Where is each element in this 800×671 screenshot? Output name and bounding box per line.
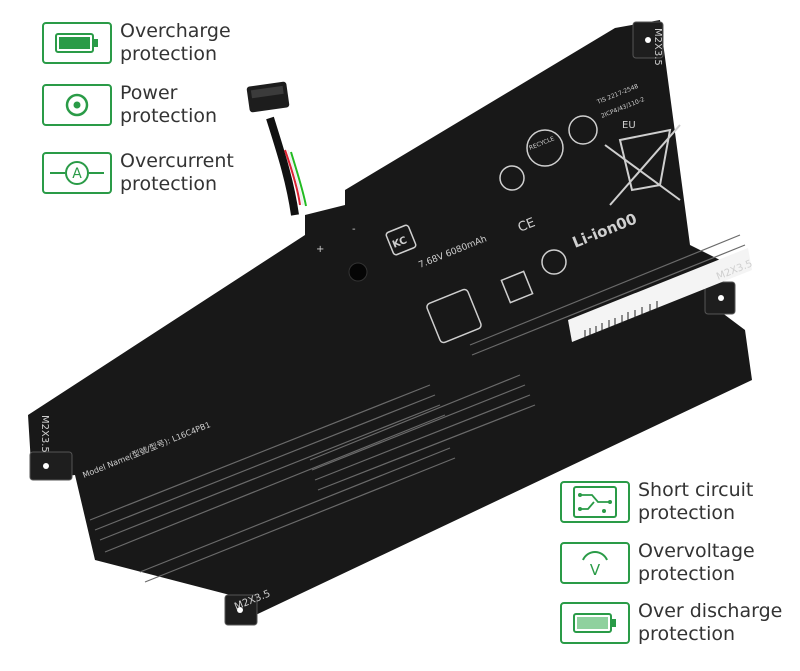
battery-eu-mark: EU: [622, 120, 636, 131]
battery-connector: [246, 81, 307, 216]
voltage-icon: V: [582, 551, 608, 579]
battery-plus-sign: +: [316, 244, 324, 255]
svg-text:V: V: [590, 561, 601, 579]
feature-label-overvoltage: Overvoltage protection: [638, 540, 755, 585]
feature-label-overcharge: Overcharge protection: [120, 20, 231, 65]
battery-full-icon: [55, 33, 98, 53]
feature-label-over-discharge: Over discharge protection: [638, 600, 783, 645]
battery-low-icon: [573, 613, 616, 633]
feature-overcurrent: A Overcurrent protection: [42, 150, 234, 196]
feature-label-power: Power protection: [120, 82, 218, 127]
battery-ce-mark: CE: [516, 215, 538, 235]
feature-label-short-circuit: Short circuit protection: [638, 479, 754, 524]
feature-short-circuit: Short circuit protection: [560, 479, 753, 525]
svg-text:A: A: [72, 166, 82, 182]
battery-body: [28, 20, 752, 620]
circuit-board-icon: [573, 486, 617, 518]
feature-label-overcurrent: Overcurrent protection: [120, 150, 234, 195]
battery-minus-sign: -: [352, 224, 356, 235]
battery-screw-label-top: M2X3.5: [652, 28, 663, 66]
feature-overcharge: Overcharge protection: [42, 20, 231, 66]
ammeter-icon: A: [50, 161, 104, 185]
power-icon: [65, 93, 89, 117]
battery-screw-label-left: M2X3.5: [39, 415, 50, 453]
weee-bin-icon: [604, 124, 681, 206]
feature-overvoltage: V Overvoltage protection: [560, 540, 755, 586]
feature-over-discharge: Over discharge protection: [560, 600, 782, 646]
battery-kc-mark: KC: [391, 235, 409, 251]
feature-power: Power protection: [42, 82, 217, 128]
